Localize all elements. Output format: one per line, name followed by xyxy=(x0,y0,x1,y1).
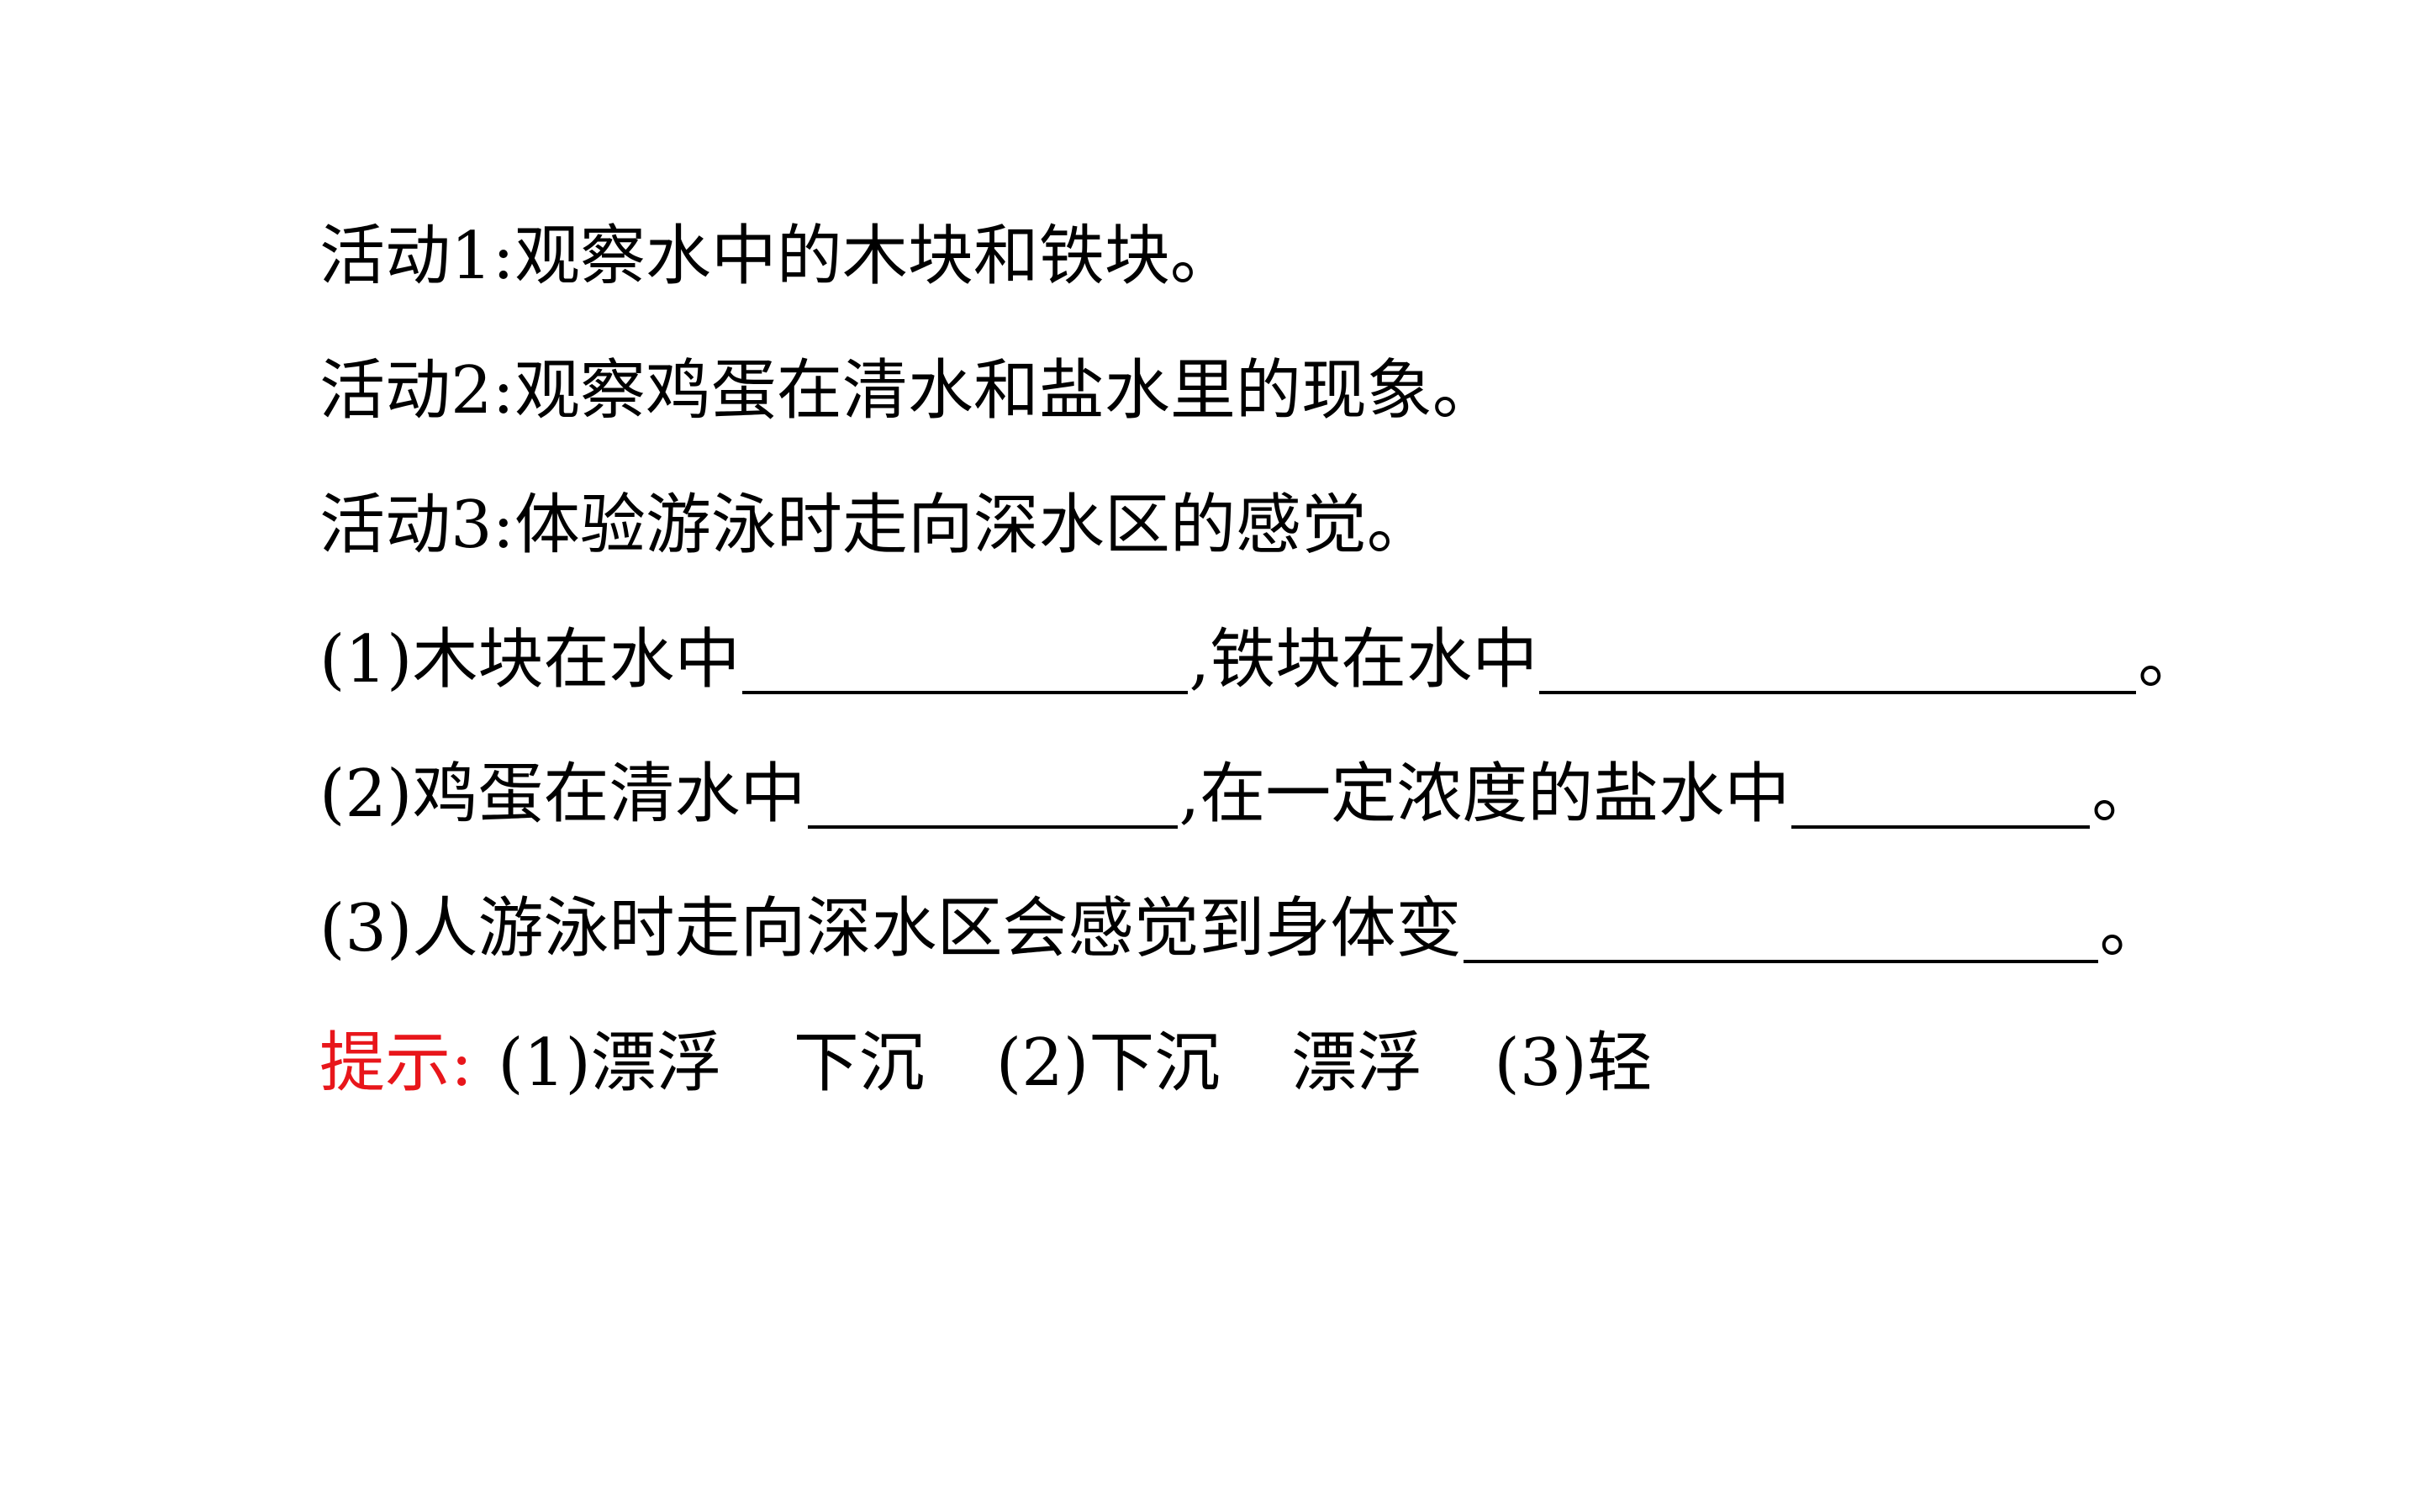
question-2: (2)鸡蛋在清水中 ,在一定浓度的盐水中 。 xyxy=(319,727,2379,861)
activity-2: 活动2:观察鸡蛋在清水和盐水里的现象。 xyxy=(319,353,1498,429)
question-3-end: 。 xyxy=(2099,891,2165,967)
question-2-text-b: ,在一定浓度的盐水中 xyxy=(1179,756,1791,832)
hint-item-3: (2)下沉 xyxy=(995,1025,1221,1101)
question-2-end: 。 xyxy=(2091,756,2158,832)
question-1-text-a: (1)木块在水中 xyxy=(319,622,741,698)
hint-item-5: (3)轻 xyxy=(1494,1025,1653,1101)
question-3: (3)人游泳时走向深水区会感觉到身体变 。 xyxy=(319,861,2379,996)
answer-blank-2b[interactable] xyxy=(1791,760,2091,829)
activity-1: 活动1:观察水中的木块和铁块。 xyxy=(319,219,1236,294)
question-1-end: 。 xyxy=(2138,622,2204,698)
hint-item-4: 漂浮 xyxy=(1291,1025,1423,1101)
hint-line: 提示: (1)漂浮 下沉 (2)下沉 漂浮 (3)轻 xyxy=(319,996,2379,1130)
question-1-text-b: ,铁块在水中 xyxy=(1189,622,1538,698)
question-3-text: (3)人游泳时走向深水区会感觉到身体变 xyxy=(319,891,1462,967)
hint-label: 提示: xyxy=(319,1025,473,1101)
question-1: (1)木块在水中 ,铁块在水中 。 xyxy=(319,593,2379,727)
answer-blank-1b[interactable] xyxy=(1539,625,2137,694)
answer-blank-2a[interactable] xyxy=(807,760,1178,829)
worksheet-content: 活动1:观察水中的木块和铁块。 活动2:观察鸡蛋在清水和盐水里的现象。 活动3:… xyxy=(319,189,2379,1130)
question-2-text-a: (2)鸡蛋在清水中 xyxy=(319,756,806,832)
answer-blank-3[interactable] xyxy=(1463,894,2098,963)
activity-3: 活动3:体验游泳时走向深水区的感觉。 xyxy=(319,487,1432,563)
hint-item-2: 下沉 xyxy=(793,1025,925,1101)
answer-blank-1a[interactable] xyxy=(741,625,1188,694)
hint-item-1: (1)漂浮 xyxy=(498,1025,722,1101)
